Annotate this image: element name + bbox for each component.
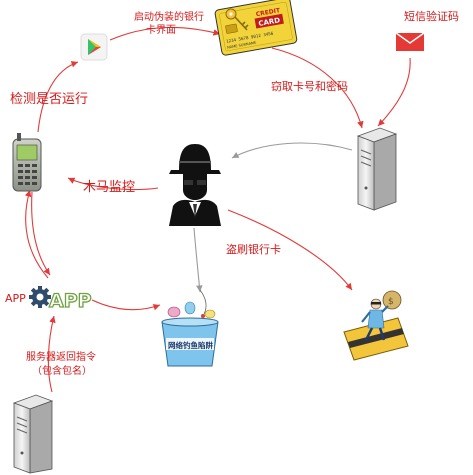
label-app: APP [5,292,26,305]
card-thief-icon: $ [343,290,409,361]
label-sms-code: 短信验证码 [404,9,459,23]
credit-card-icon: CREDIT CARD 1234 5678 9012 3456 NAME SUR… [214,0,298,56]
label-check-running: 检测是否运行 [10,92,88,107]
key-icon [225,8,249,31]
play-store-icon [80,33,108,61]
card-brand-line1: CREDIT [255,7,281,18]
money-bag-symbol: $ [388,297,394,307]
envelope-icon [395,32,425,51]
arrow-card-to-server [271,47,364,129]
app-gear-icon [29,286,51,308]
arrow-phone-to-app [31,191,51,276]
arrow-hacker-to-phishing [193,227,203,293]
label-launch-fake-2: 卡界面 [146,23,176,36]
label-steal-bank: 盗刷银行卡 [226,242,281,256]
arrow-hacker-to-phone [67,177,159,191]
label-steal-card: 窃取卡号和密码 [271,79,348,93]
phishing-bucket-icon: 网络钓鱼陷阱 [161,289,219,367]
card-name: NAME SURNAME [227,41,258,50]
server-tower-icon [12,394,54,474]
card-brand-line2: CARD [258,16,281,28]
arrow-app-to-phishing [91,299,161,311]
arrow-sms-to-server [377,57,411,127]
arrow-server-to-app [47,315,56,393]
app-logo-text: APP [49,290,92,312]
label-trojan-monitor: 木马监控 [83,180,135,195]
phishing-bucket-text: 网络钓鱼陷阱 [168,340,213,350]
mobile-phone-icon [12,133,42,192]
arrow-phone-to-playstore [37,61,79,133]
arrow-playstore-to-card [109,26,221,41]
hacker-spy-icon [163,140,227,226]
arrow-app-to-phone [24,189,49,279]
arrow-hacker-to-thief [227,209,353,291]
server-tower-icon [356,127,398,211]
label-server-return-2: （包含包名） [32,364,92,377]
label-launch-fake: 启动伪装的银行 [134,10,204,23]
arrow-server-to-hacker [231,142,353,159]
label-server-return: 服务器返回指令 [26,350,96,363]
